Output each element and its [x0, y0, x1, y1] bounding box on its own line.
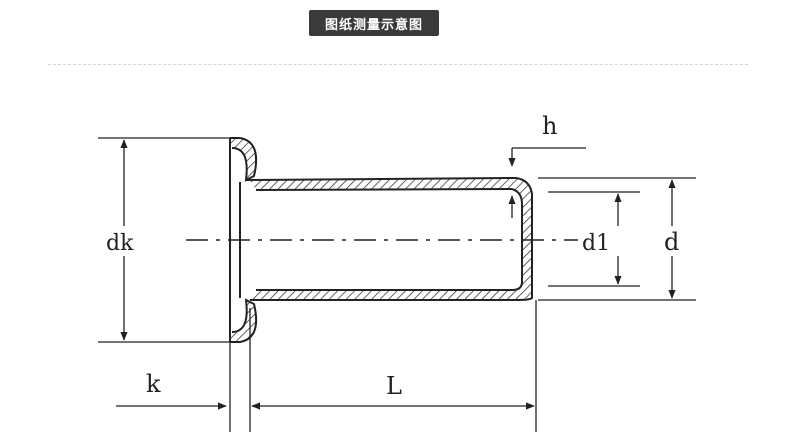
label-h: h [542, 112, 557, 140]
label-L: L [386, 372, 402, 400]
label-k: k [146, 370, 161, 398]
section-divider [48, 64, 748, 65]
dimension-k-L [116, 300, 537, 432]
label-dk: dk [106, 231, 134, 256]
label-d1: d1 [582, 231, 610, 256]
label-d: d [664, 228, 679, 256]
dimension-dk [98, 137, 236, 343]
dimension-d [538, 177, 696, 301]
page-title: 图纸测量示意图 [309, 10, 439, 36]
rivet-profile [229, 137, 533, 343]
dimension-h [508, 147, 586, 218]
dimension-d1 [548, 191, 640, 287]
